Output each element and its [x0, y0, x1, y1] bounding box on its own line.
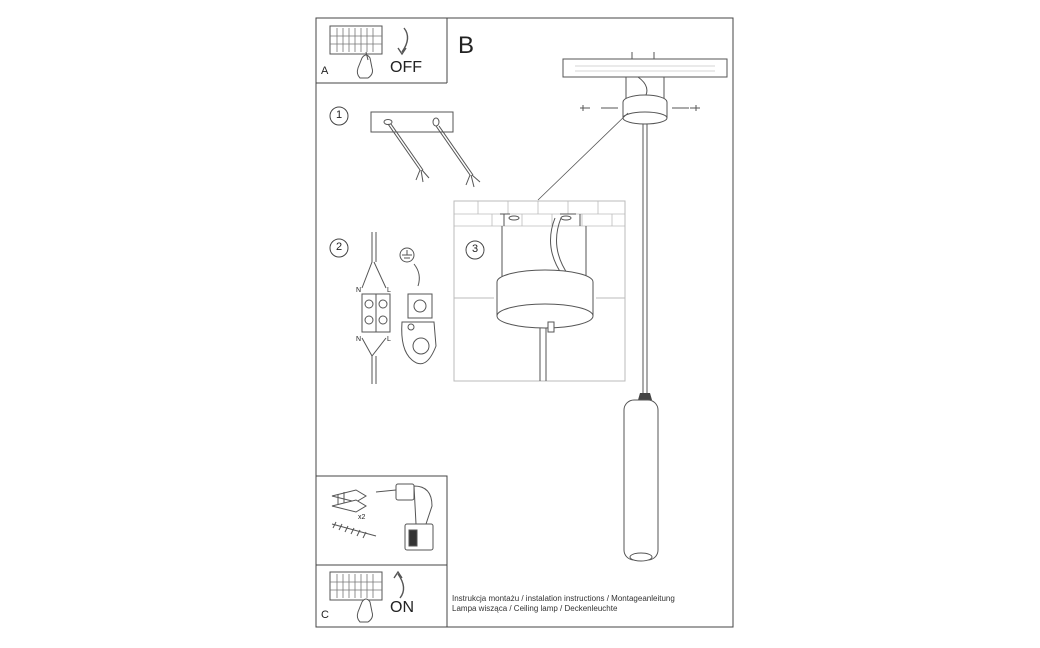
- hand-icon: [356, 598, 373, 623]
- ground-terminal: [401, 293, 437, 365]
- fuse-box-icon: [329, 25, 383, 55]
- screw-icon: [580, 105, 700, 111]
- wall-plug-icon: [331, 489, 367, 513]
- detail-inset: [453, 200, 626, 382]
- off-label: OFF: [390, 59, 422, 76]
- hand-icon: [356, 51, 373, 79]
- step-1-circle: [329, 106, 349, 126]
- ceiling-beam: [562, 52, 728, 78]
- panel-c-letter: C: [321, 609, 329, 621]
- on-label: ON: [390, 599, 414, 616]
- step-3-circle: [465, 240, 485, 260]
- terminal-block: [361, 232, 391, 384]
- step-3-number: 3: [472, 243, 479, 255]
- ceiling-canopy: [601, 76, 689, 125]
- panel-a-letter: A: [321, 65, 329, 77]
- step-2-circle: [329, 238, 349, 258]
- step-2-number: 2: [336, 241, 343, 253]
- live-label-top: L: [387, 287, 391, 294]
- caption-line-1: Instrukcja montażu / instalation instruc…: [452, 594, 675, 603]
- neutral-label-top: N: [356, 287, 362, 294]
- mounting-plate: [370, 111, 454, 133]
- panel-b-letter: B: [458, 32, 475, 59]
- sheet-border: [315, 17, 734, 628]
- power-wire-left: [387, 123, 430, 183]
- step-1-number: 1: [336, 109, 343, 121]
- lamp-shade: [623, 393, 659, 562]
- fuse-box-icon: [329, 571, 383, 601]
- panel-c: [315, 564, 448, 628]
- live-label-bottom: L: [387, 336, 391, 343]
- drill-icon: [375, 483, 434, 551]
- screw-icon: [331, 521, 377, 539]
- detail-callout-line: [537, 112, 629, 201]
- quantity-label: x2: [358, 514, 366, 521]
- caption-line-2: Lampa wisząca / Ceiling lamp / Deckenleu…: [452, 604, 618, 613]
- arrow-up-icon: [393, 570, 405, 599]
- neutral-label-bottom: N: [356, 336, 362, 343]
- ground-symbol-icon: [399, 247, 420, 287]
- arrow-down-icon: [397, 27, 409, 56]
- pendant-cord: [642, 124, 648, 393]
- power-wire-right: [435, 125, 481, 188]
